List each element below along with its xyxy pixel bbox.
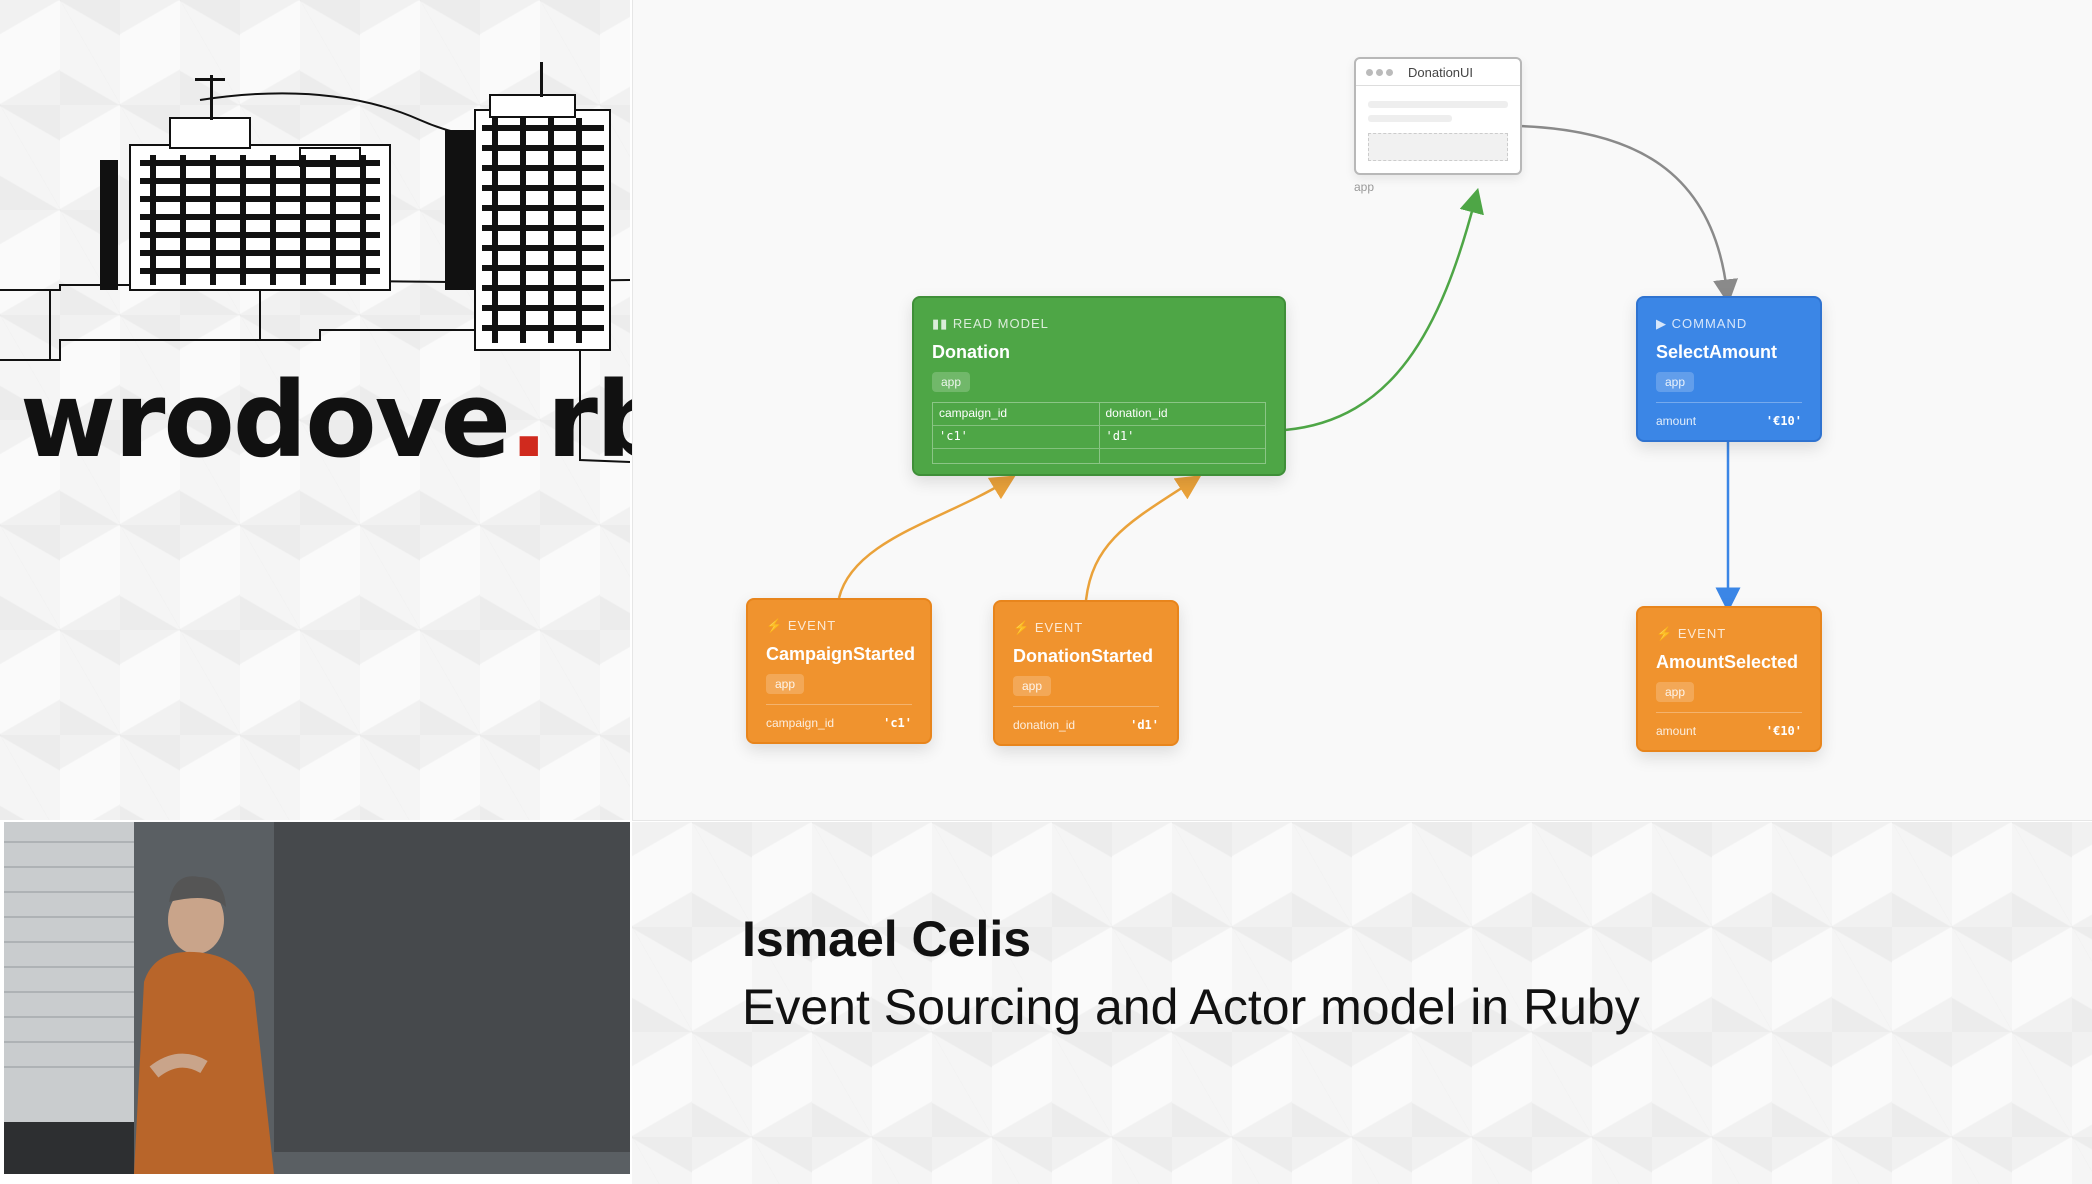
table-cell: 'c1' (933, 426, 1100, 448)
arrow-ui-to-command (1518, 124, 1738, 305)
event-name: DonationStarted (1013, 646, 1154, 666)
city-skyline-illustration (0, 62, 630, 463)
arrow-readmodel-to-ui (1284, 187, 1484, 432)
command-tag: app (1656, 372, 1695, 392)
window-dot-icon (1386, 69, 1393, 76)
arrow-campaign-to-readmodel (837, 475, 1016, 599)
event-field-value: 'd1' (1130, 718, 1159, 732)
read-model-tag: app (932, 372, 971, 392)
table-header-cell: donation_id (1105, 406, 1168, 420)
arrow-donation-to-readmodel (1084, 475, 1202, 601)
event-field-value: 'c1' (883, 716, 912, 730)
talk-title: Event Sourcing and Actor model in Ruby (742, 979, 1640, 1035)
event-field-key: campaign_id (766, 716, 835, 730)
read-model-table: campaign_id donation_id 'c1' 'd1' (932, 402, 1266, 464)
event-card-donation-started[interactable]: ⚡ EVENT DonationStarted app donation_id … (993, 600, 1179, 746)
speaker-video (4, 822, 630, 1174)
table-cell: 'd1' (1105, 429, 1135, 443)
read-model-card[interactable]: ▮▮ READ MODEL Donation app campaign_id d… (912, 296, 1286, 476)
conference-logo-wordmark: wrodove.rb (20, 368, 670, 472)
speaker-video-frame (4, 822, 630, 1174)
speaker-name: Ismael Celis (742, 911, 1032, 967)
command-name: SelectAmount (1656, 342, 1778, 362)
ui-screen-card[interactable]: DonationUI (1354, 57, 1522, 175)
window-dot-icon (1366, 69, 1373, 76)
building-windows-right (482, 118, 604, 343)
table-header-row: campaign_id donation_id (933, 403, 1265, 426)
building-windows-left (140, 155, 380, 285)
ui-placeholder-line (1368, 115, 1452, 122)
command-card[interactable]: ▶ COMMAND SelectAmount app amount '€10' (1636, 296, 1822, 442)
table-empty-row (933, 449, 1265, 463)
event-tag: app (766, 674, 805, 694)
slide-diagram: DonationUI app ▮▮ READ MODEL Donation ap… (632, 0, 2092, 821)
table-row: 'c1' 'd1' (933, 426, 1265, 449)
window-dot-icon (1376, 69, 1383, 76)
ui-placeholder-box (1368, 133, 1508, 161)
event-field-key: amount (1656, 724, 1697, 738)
ui-placeholder-line (1368, 101, 1508, 108)
event-name: AmountSelected (1656, 652, 1799, 672)
logo-dot: . (509, 359, 548, 481)
event-tag: app (1013, 676, 1052, 696)
divider (766, 704, 912, 705)
conference-logo-panel: wrodove.rb (0, 0, 670, 820)
ui-screen-header: DonationUI (1356, 59, 1520, 86)
lightning-icon: ⚡ (766, 618, 788, 633)
logo-word-main: wrodove (20, 359, 511, 481)
divider (1656, 402, 1802, 403)
diagram-arrows (837, 124, 1741, 613)
event-kind: ⚡ EVENT (1656, 626, 1727, 641)
command-field-key: amount (1656, 414, 1697, 428)
event-field-key: donation_id (1013, 718, 1076, 732)
lightning-icon: ⚡ (1013, 620, 1035, 635)
talk-title-area (632, 822, 2092, 1184)
event-tag: app (1656, 682, 1695, 702)
command-kind: ▶ COMMAND (1656, 316, 1748, 331)
play-icon: ▶ (1656, 316, 1672, 331)
event-name: CampaignStarted (766, 644, 916, 664)
read-model-name: Donation (932, 342, 1010, 362)
event-kind: ⚡ EVENT (1013, 620, 1084, 635)
event-card-amount-selected[interactable]: ⚡ EVENT AmountSelected app amount '€10' (1636, 606, 1822, 752)
read-model-kind: ▮▮ READ MODEL (932, 316, 1049, 331)
command-field-value: '€10' (1765, 414, 1802, 428)
divider (1656, 712, 1802, 713)
ui-screen-name: DonationUI (1408, 65, 1474, 80)
event-card-campaign-started[interactable]: ⚡ EVENT CampaignStarted app campaign_id … (746, 598, 932, 744)
ui-screen-tag: app (1354, 180, 1375, 194)
table-header-cell: campaign_id (933, 403, 1100, 425)
lightning-icon: ⚡ (1656, 626, 1678, 641)
event-field-value: '€10' (1765, 724, 1802, 738)
chart-icon: ▮▮ (932, 316, 953, 331)
divider (1013, 706, 1159, 707)
event-kind: ⚡ EVENT (766, 618, 837, 633)
